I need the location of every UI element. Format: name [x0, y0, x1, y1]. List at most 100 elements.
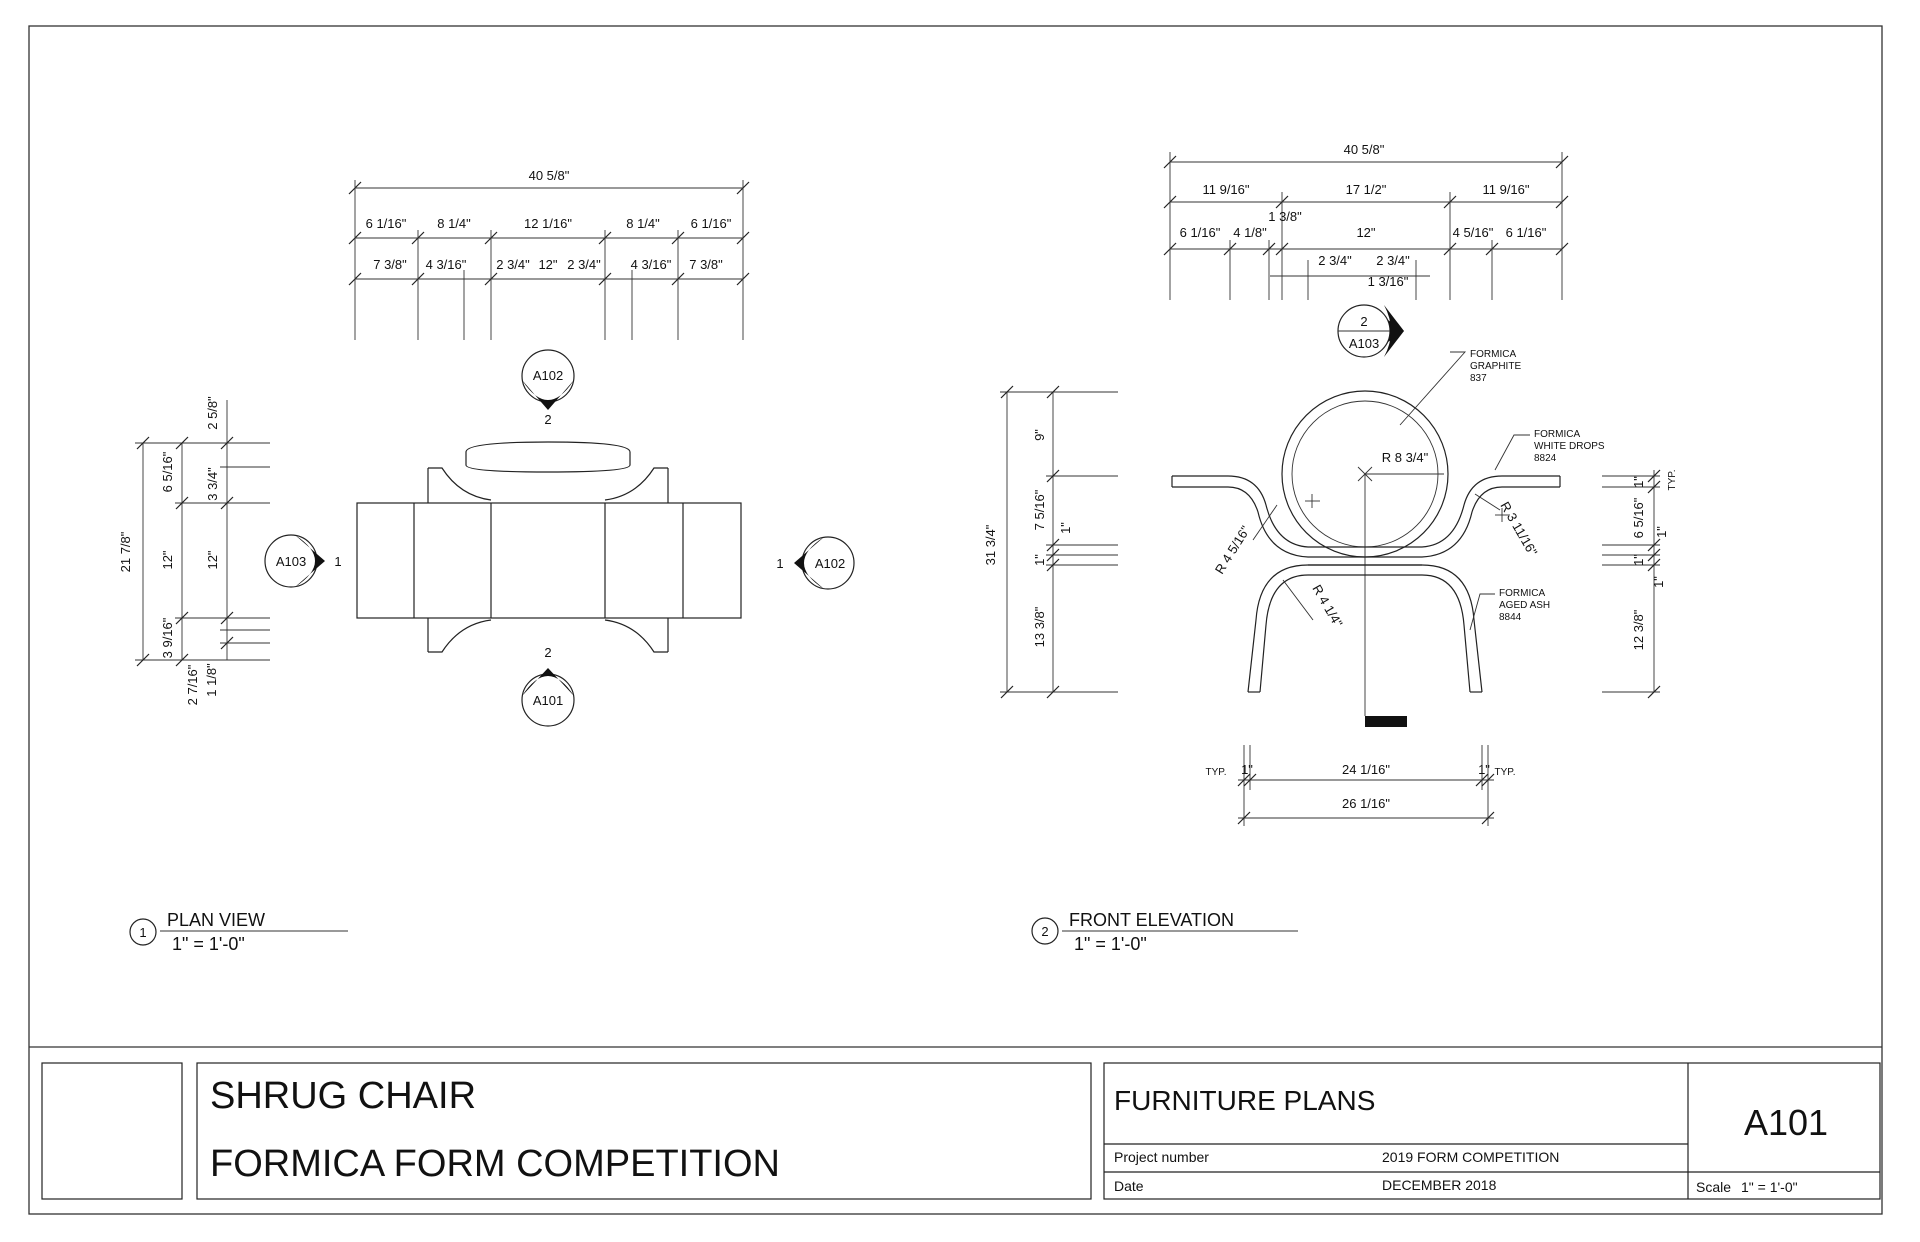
- plan-dim-r1-5: 6 1/16": [691, 216, 732, 231]
- plan-dim-r1-2: 8 1/4": [437, 216, 471, 231]
- plan-top-dimensions: 40 5/8" 6 1/16" 8 1/4" 12 1/16" 8 1/4" 6…: [348, 168, 750, 340]
- sheet-number: A101: [1744, 1102, 1828, 1143]
- plan-left-inner-5: 1 1/8": [204, 663, 219, 697]
- material-2-line3: 8824: [1534, 453, 1557, 464]
- material-1-line1: FORMICA: [1470, 349, 1516, 360]
- elev-dim-r1-2: 17 1/2": [1346, 182, 1387, 197]
- elevation-left-dimensions: 31 3/4" 9" 7 5/16" 1" 1" 13 3/8": [983, 385, 1118, 699]
- plan-marker-left[interactable]: A103 1: [264, 534, 342, 588]
- plan-dim-r1-1: 6 1/16": [366, 216, 407, 231]
- elevation-top-dimensions: 40 5/8" 11 9/16" 17 1/2" 11 9/16" 1 3/8"…: [1163, 142, 1569, 300]
- bottom-inner-width: 24 1/16": [1342, 762, 1390, 777]
- elevation-marker[interactable]: 2 A103: [1337, 304, 1404, 358]
- plan-left-inner-3: 12": [205, 550, 220, 569]
- elev-dim-r2-1: 1 3/8": [1268, 209, 1302, 224]
- sheet-border: [28, 25, 1883, 1215]
- elev-caption-scale: 1" = 1'-0": [1074, 934, 1147, 954]
- chair-plan-outline: [356, 441, 742, 653]
- plan-dim-r2-5: 2 3/4": [567, 257, 601, 272]
- plan-marker-bottom-num: 2: [544, 645, 551, 660]
- plan-marker-left-sheet: A103: [276, 554, 306, 569]
- plan-dim-r2-4: 12": [538, 257, 557, 272]
- plan-dim-r2-2: 4 3/16": [426, 257, 467, 272]
- material-2-line2: WHITE DROPS: [1534, 441, 1605, 452]
- plan-marker-left-num: 1: [334, 554, 341, 569]
- plan-caption-title: PLAN VIEW: [167, 910, 265, 930]
- material-3-line1: FORMICA: [1499, 588, 1545, 599]
- plan-marker-top[interactable]: A102 2: [521, 349, 575, 427]
- project-subtitle: FORMICA FORM COMPETITION: [210, 1143, 780, 1185]
- elev-dim-r2-3: 4 1/8": [1233, 225, 1267, 240]
- elev-right-1: 1": [1631, 476, 1646, 488]
- plan-marker-bottom[interactable]: A101 2: [521, 645, 575, 727]
- plan-caption-num: 1: [139, 925, 146, 940]
- bottom-overall-width: 26 1/16": [1342, 796, 1390, 811]
- plan-left-outer-1: 6 5/16": [160, 451, 175, 492]
- elev-caption-title: FRONT ELEVATION: [1069, 910, 1234, 930]
- sheet-info-box: [1103, 1062, 1881, 1200]
- elev-left-3: 1": [1058, 522, 1073, 534]
- elevation-right-dimensions: 1" TYP. 6 5/16" 1" 1" 1" 12 3/8": [1602, 470, 1678, 699]
- plan-left-outer-2: 12": [160, 550, 175, 569]
- plan-view: 40 5/8" 6 1/16" 8 1/4" 12 1/16" 8 1/4" 6…: [118, 168, 855, 954]
- elev-dim-r3-2: 2 3/4": [1376, 253, 1410, 268]
- elev-dim-r2-4: 12": [1356, 225, 1375, 240]
- elev-left-5: 13 3/8": [1032, 606, 1047, 647]
- plan-left-dimensions: 21 7/8" 6 5/16" 12" 3 9/16" 2 5/8" 3 3/4…: [118, 396, 270, 705]
- elev-right-2: 6 5/16": [1631, 497, 1646, 538]
- date-value: DECEMBER 2018: [1382, 1177, 1497, 1193]
- project-number-label: Project number: [1114, 1149, 1209, 1165]
- material-callouts: FORMICA GRAPHITE 837 FORMICA WHITE DROPS…: [1399, 349, 1605, 631]
- elev-right-6: 12 3/8": [1631, 609, 1646, 650]
- material-2-line1: FORMICA: [1534, 429, 1580, 440]
- radius-leg: R 4 1/4": [1309, 582, 1345, 630]
- plan-dim-r2-3: 2 3/4": [496, 257, 530, 272]
- elevation-bottom-dimensions: TYP. 1" 24 1/16" 1" TYP. 26 1/16": [1206, 745, 1516, 826]
- material-3-line3: 8844: [1499, 612, 1522, 623]
- elev-dim-r2-6: 6 1/16": [1506, 225, 1547, 240]
- plan-left-outer-3: 3 9/16": [160, 617, 175, 658]
- radius-seat: R 8 3/4": [1382, 450, 1429, 465]
- elevation-marker-num: 2: [1360, 314, 1367, 329]
- bottom-typ-right: TYP.: [1495, 767, 1516, 778]
- elev-overall-height: 31 3/4": [983, 524, 998, 565]
- elevation-marker-sheet: A103: [1349, 336, 1379, 351]
- elev-right-3: 1": [1654, 526, 1669, 538]
- date-label: Date: [1114, 1178, 1144, 1194]
- elev-right-4: 1": [1631, 554, 1646, 566]
- plan-marker-bottom-sheet: A101: [533, 693, 563, 708]
- scale-label: Scale: [1696, 1179, 1731, 1195]
- plan-marker-right-sheet: A102: [815, 556, 845, 571]
- plan-overall-depth: 21 7/8": [118, 531, 133, 572]
- bottom-typ-left: TYP.: [1206, 767, 1227, 778]
- plan-overall-width: 40 5/8": [529, 168, 570, 183]
- radius-left-arm: R 4 5/16": [1212, 523, 1253, 577]
- elev-dim-r2-5: 4 5/16": [1453, 225, 1494, 240]
- radius-right-arm: R 3 11/16": [1497, 499, 1540, 559]
- logo-box: [41, 1062, 183, 1200]
- plan-dim-r2-7: 7 3/8": [689, 257, 723, 272]
- plan-left-inner-2: 3 3/4": [205, 467, 220, 501]
- plan-dim-r2-6: 4 3/16": [631, 257, 672, 272]
- scale-value: 1" = 1'-0": [1741, 1179, 1798, 1195]
- elev-dim-r1-1: 11 9/16": [1202, 182, 1249, 197]
- elev-right-5: 1": [1651, 576, 1666, 588]
- material-1-line3: 837: [1470, 373, 1487, 384]
- elev-overall-width: 40 5/8": [1344, 142, 1385, 157]
- material-3-line2: AGED ASH: [1499, 600, 1550, 611]
- bottom-thk-left: 1": [1241, 762, 1253, 777]
- plan-marker-right[interactable]: A102 1: [776, 536, 855, 590]
- front-elevation-caption: 2 FRONT ELEVATION 1" = 1'-0": [1031, 910, 1298, 954]
- material-1-line2: GRAPHITE: [1470, 361, 1521, 372]
- plan-caption-scale: 1" = 1'-0": [172, 934, 245, 954]
- plan-view-caption: 1 PLAN VIEW 1" = 1'-0": [129, 910, 348, 954]
- elev-left-4: 1": [1032, 554, 1047, 566]
- elev-dim-r3-1: 2 3/4": [1318, 253, 1352, 268]
- plan-marker-top-num: 2: [544, 412, 551, 427]
- elev-right-typ: TYP.: [1667, 470, 1678, 491]
- project-box: [196, 1062, 1092, 1200]
- project-name: SHRUG CHAIR: [210, 1075, 476, 1117]
- project-number-value: 2019 FORM COMPETITION: [1382, 1149, 1559, 1165]
- elev-dim-r2-2: 6 1/16": [1180, 225, 1221, 240]
- bottom-thk-right: 1": [1478, 762, 1490, 777]
